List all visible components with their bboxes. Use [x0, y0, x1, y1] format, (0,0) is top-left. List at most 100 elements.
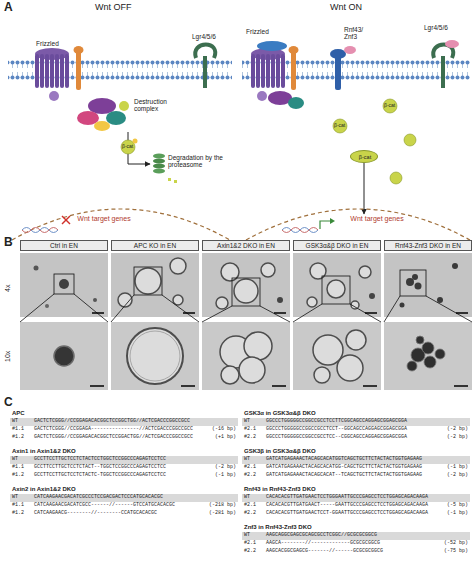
scale-bar: [274, 312, 286, 314]
organoid-micrograph: [20, 253, 108, 317]
organoid-micrograph: [45, 304, 49, 308]
dna-helix: [22, 228, 58, 233]
organoid-micrograph: [407, 336, 445, 371]
beta-catenin: [333, 119, 347, 133]
frizzled-receptor: [261, 54, 265, 88]
organoid-micrograph: [239, 357, 265, 383]
zoom-box: [400, 270, 426, 296]
zoom-box: [162, 295, 199, 322]
node-text: CACACACGTTGATGAACTCCTGGGAATTGCCCGAGCCTCC…: [266, 495, 466, 501]
label-text: β-cat: [384, 103, 395, 109]
scale-bar: [363, 385, 377, 387]
node-text: GSK3α&β DKO in EN: [294, 242, 380, 249]
label-text: (+1 bp): [10, 435, 236, 441]
beta-catenin: [133, 139, 138, 144]
node-text: β-cat: [351, 154, 379, 160]
organoid-micrograph: [310, 263, 326, 279]
scale-bar: [365, 312, 377, 314]
node-text: APC KO in EN: [112, 242, 198, 249]
organoid-micrograph: [437, 297, 443, 303]
scale-bar: [183, 312, 195, 314]
label-text: CACACACGTTGATGAACTCCT-GGAATTGCCCGAGCCTCC…: [266, 511, 428, 517]
sequence-row: WTCACACACGTTGATGAACTCCTGGGAATTGCCCGAGCCT…: [242, 494, 470, 502]
organoid-micrograph: [400, 303, 405, 308]
sequence-row: WTGATCATGAGAAACTACAGCACATGGTCAGCTGCTTCTA…: [242, 456, 470, 464]
frizzled-receptor: [257, 41, 287, 51]
organoid-micrograph: [369, 293, 375, 299]
label-text: AAGCA--------//-------------GCGCGCGGCG: [266, 541, 380, 547]
organoid-micrograph: [452, 263, 458, 269]
frizzled-receptor: [49, 91, 59, 101]
zoom-box: [54, 274, 74, 294]
label-text: (-1 bp): [242, 465, 468, 471]
proteasome: [153, 159, 165, 164]
zoom-box: [350, 304, 381, 322]
node-text: AAGCAGGCGAGCGCAGCGCCTCGGC//GCGCGCGGCG: [266, 533, 466, 539]
frizzled-receptor: [35, 41, 299, 101]
organoid-micrograph: [384, 253, 472, 317]
label-text: #2.1: [244, 541, 256, 547]
label-text: #2.1: [244, 427, 256, 433]
organoid-micrograph: [34, 266, 39, 271]
frizzled-receptor: [35, 54, 39, 88]
zoom-box: [134, 267, 162, 295]
organoid-micrograph: [293, 322, 381, 390]
label-text: Frizzled: [246, 28, 269, 35]
organoid-micrograph: [407, 361, 417, 371]
organoid-micrograph: [384, 322, 472, 390]
label-text: APC: [12, 410, 25, 417]
label-text: (-2 bp): [10, 465, 236, 471]
destruction-complex: [106, 111, 126, 125]
dna-helix: [282, 228, 318, 233]
label-text: (-218 bp): [10, 503, 236, 509]
label-text: #2.1: [244, 503, 256, 509]
organoid-micrograph: [435, 349, 445, 359]
node-text: GATCATGAGAAACTACAGCACATGGTCAGCTGCTTCTACT…: [266, 457, 466, 463]
organoid-micrograph: [337, 355, 363, 381]
label-text: (-75 bp): [242, 549, 468, 555]
nucleus-outline: [12, 209, 470, 240]
label-text: #1.2: [12, 511, 24, 517]
zoom-box: [111, 295, 134, 322]
destruction-complex: [77, 111, 99, 125]
lgr-receptor: [195, 45, 215, 59]
zoom-box: [74, 294, 108, 322]
frizzled-receptor: [266, 54, 270, 88]
organoid-micrograph: [202, 253, 290, 317]
sequence-row: WTAAGCAGGCGAGCGCAGCGCCTCGGC//GCGCGCGGCG: [242, 532, 470, 540]
label-text: (-2 bp): [242, 427, 468, 433]
dna-helix: [330, 218, 335, 224]
gene-target: Wnt target genes: [62, 214, 146, 226]
organoid-micrograph: [202, 322, 290, 390]
proteasome: [153, 169, 165, 174]
label-text: GACTCTCGGG//CCGGAGA----------------//ACT…: [34, 427, 193, 433]
label-text: CACACACGTTGATGAACT-----GAATTGCCCGAGCCTCC…: [266, 503, 428, 509]
organoid-micrograph: [20, 322, 108, 390]
scale-bar: [92, 312, 104, 314]
scale-bar: [181, 385, 195, 387]
label-text: (-1 bp): [242, 511, 468, 517]
destruction-complex: [288, 97, 304, 109]
node-text: WT: [244, 419, 264, 425]
organoid-micrograph: [327, 280, 345, 298]
label-text: #2.1: [244, 465, 256, 471]
sequence-row: WTGCCTTCCTTGCTCCTCTACTCCTGGCTCCGGCCCAGAG…: [10, 456, 238, 464]
label-text: Lgr4/5/6: [192, 33, 216, 40]
destruction-complex: [94, 121, 110, 131]
frizzled-receptor: [60, 54, 64, 88]
proteasome: [153, 154, 165, 159]
scale-bar: [90, 385, 104, 387]
dna-helix: [320, 221, 330, 229]
zoom-box: [202, 306, 232, 322]
label-text: #1.2: [12, 435, 24, 441]
lgr-receptor: [445, 40, 459, 48]
label-text: Rnf43 in Rnf43-Znf3 DKO: [244, 486, 316, 493]
frizzled-receptor: [281, 54, 285, 88]
label-text: #1.1: [12, 427, 24, 433]
label-text: GSK3β in GSK3α&β DKO: [244, 448, 316, 455]
label-text: Axin1 in Axin1&2 DKO: [12, 448, 76, 455]
organoid-micrograph: [261, 263, 275, 277]
organoid-micrograph: [234, 279, 258, 303]
label-text: Axin2 in Axin1&2 DKO: [12, 486, 76, 493]
